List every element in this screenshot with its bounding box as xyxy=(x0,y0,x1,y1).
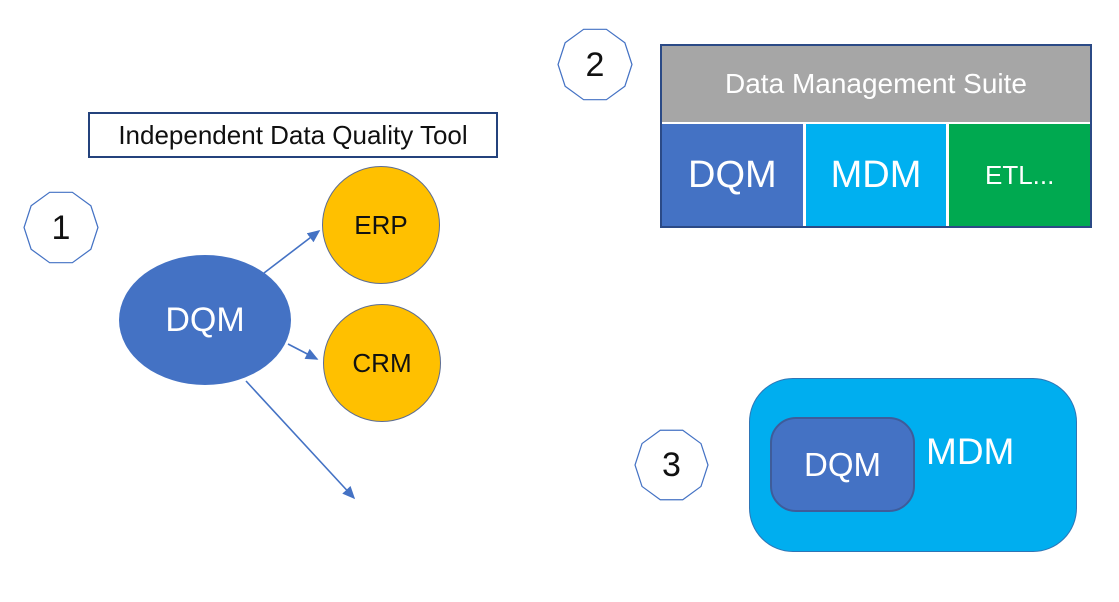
dqm-embedded-label: DQM xyxy=(804,445,881,483)
mdm-container-rect: DQM MDM xyxy=(749,378,1077,552)
arrow-dqm-to-erp xyxy=(263,230,321,274)
option-2-number: 2 xyxy=(585,45,605,84)
crm-label: CRM xyxy=(352,347,412,378)
data-management-suite-table: Data Management Suite DQM MDM ETL... xyxy=(660,44,1092,228)
option-3-number: 3 xyxy=(662,446,681,484)
decagon-shape xyxy=(23,191,99,264)
option-1-title: Independent Data Quality Tool xyxy=(88,112,498,158)
suite-module-mdm-label: MDM xyxy=(830,153,922,196)
dqm-hub-ellipse: DQM xyxy=(119,255,291,385)
option-1-badge: 1 xyxy=(22,189,100,266)
dqm-embedded-rect: DQM xyxy=(770,417,915,512)
suite-module-etl-label: ETL... xyxy=(985,159,1055,190)
suite-header: Data Management Suite xyxy=(662,46,1090,122)
decagon-shape xyxy=(634,429,709,501)
option-1-number: 1 xyxy=(51,208,71,247)
suite-modules-row: DQM MDM ETL... xyxy=(662,124,1091,226)
arrow-dqm-to-crm xyxy=(287,343,319,360)
suite-module-etl: ETL... xyxy=(949,124,1091,226)
suite-module-dqm-label: DQM xyxy=(688,153,777,196)
erp-label: ERP xyxy=(354,209,408,240)
suite-module-mdm: MDM xyxy=(805,124,947,226)
crm-circle: CRM xyxy=(323,304,441,422)
option-3-badge: 3 xyxy=(633,427,710,503)
decagon-shape xyxy=(557,28,633,101)
erp-circle: ERP xyxy=(322,166,440,284)
dqm-hub-label: DQM xyxy=(165,300,245,339)
suite-module-dqm: DQM xyxy=(662,124,803,226)
option-2-badge: 2 xyxy=(556,26,634,103)
mdm-label: MDM xyxy=(926,431,1015,472)
